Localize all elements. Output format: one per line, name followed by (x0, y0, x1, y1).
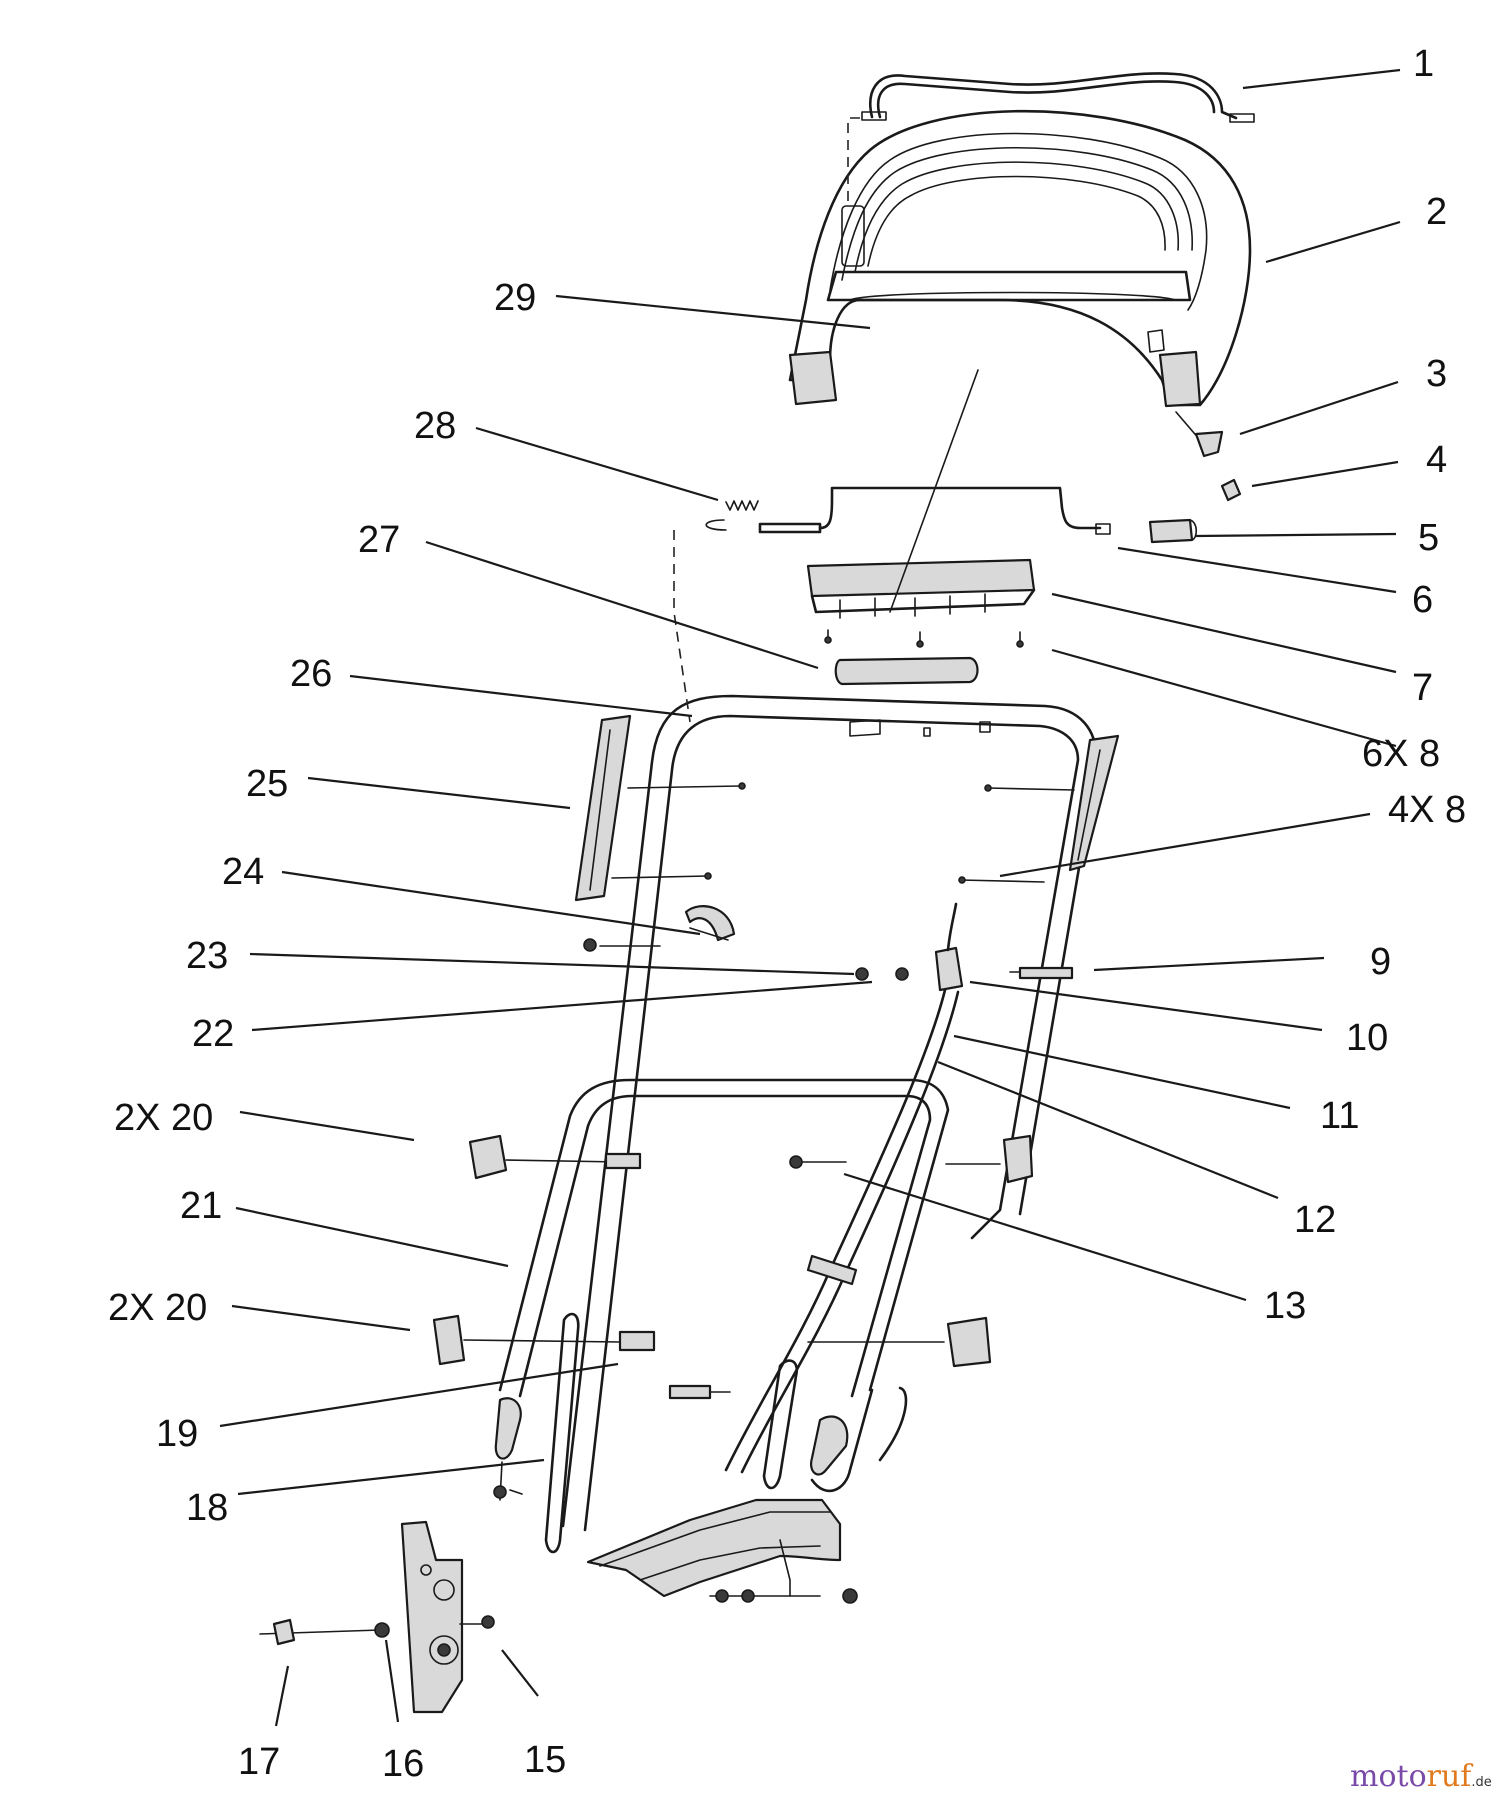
callout-15: 15 (524, 1739, 566, 1781)
part-grip-tube (834, 656, 979, 686)
callout-3: 3 (1426, 353, 1447, 395)
part-bracket-and-nut (1175, 411, 1242, 502)
callout-4: 4 (1426, 439, 1447, 481)
callout-6x8: 6X 8 (1362, 733, 1440, 775)
callout-6: 6 (1412, 579, 1433, 621)
part-lower-brackets (494, 1312, 849, 1554)
callout-18: 18 (186, 1487, 228, 1529)
callout-27: 27 (358, 519, 400, 561)
part-lower-handle (498, 1078, 950, 1493)
callout-24: 24 (222, 851, 264, 893)
callout-16: 16 (382, 1743, 424, 1785)
part-middle-handle (561, 694, 1098, 1532)
watermark-suffix: .de (1471, 1775, 1491, 1790)
part-height-adjuster-plate (259, 1485, 507, 1714)
part-upper-handle (788, 109, 1252, 408)
callout-19: 19 (156, 1413, 198, 1455)
part-frame-screws (611, 782, 1075, 884)
callout-25: 25 (246, 763, 288, 805)
callout-11: 11 (1320, 1095, 1359, 1137)
part-knobs-and-bolts (432, 1134, 1034, 1400)
callout-12: 12 (1294, 1199, 1336, 1241)
callout-1: 1 (1413, 43, 1434, 85)
part-lever-arm (705, 486, 1198, 544)
guide-line-28 (673, 530, 691, 723)
part-control-housing (806, 558, 1036, 648)
callout-29: 29 (494, 277, 536, 319)
callout-2x20-upper: 2X 20 (114, 1097, 213, 1139)
svg-text:motoruf.de: motoruf.de (1350, 1759, 1492, 1794)
callout-2x20-lower: 2X 20 (108, 1287, 207, 1329)
callout-17: 17 (238, 1741, 280, 1783)
callout-7: 7 (1412, 667, 1433, 709)
callout-2: 2 (1426, 191, 1447, 233)
part-bail-wire (861, 72, 1255, 123)
callout-labels: 1 2 3 4 5 6 7 6X 8 4X 8 9 10 11 12 13 15… (108, 43, 1466, 1785)
callout-28: 28 (414, 405, 456, 447)
callout-13: 13 (1264, 1285, 1306, 1327)
watermark-part-2: ruf (1427, 1759, 1474, 1794)
watermark-part-1: moto (1350, 1759, 1427, 1794)
callout-9: 9 (1370, 941, 1391, 983)
guide-line-29 (889, 369, 979, 613)
part-cable-clip (583, 905, 909, 981)
callout-26: 26 (290, 653, 332, 695)
leader-lines (219, 68, 1401, 1727)
callout-4x8: 4X 8 (1388, 789, 1466, 831)
callout-5: 5 (1418, 517, 1439, 559)
assembly-guide-line (847, 117, 860, 202)
callout-22: 22 (192, 1013, 234, 1055)
callout-21: 21 (180, 1185, 222, 1227)
callout-23: 23 (186, 935, 228, 977)
watermark-logo: motoruf.de (1350, 1759, 1492, 1794)
part-side-clips (574, 714, 1120, 902)
part-rear-guard (586, 1498, 858, 1604)
callout-10: 10 (1346, 1017, 1388, 1059)
